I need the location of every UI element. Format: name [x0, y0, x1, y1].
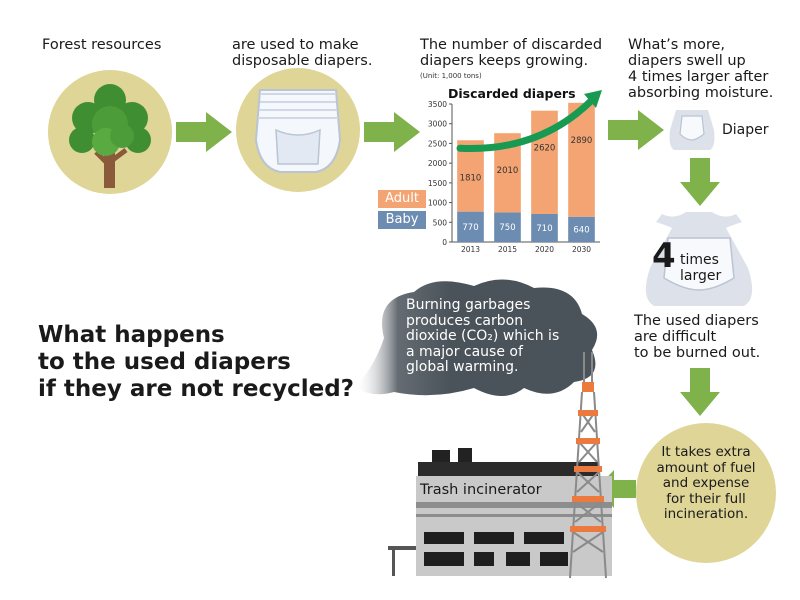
chart-unit-label: (Unit: 1,000 tons) — [420, 72, 482, 80]
chart-trend-arrow — [456, 96, 596, 153]
chart-data-label: 710 — [536, 224, 552, 234]
chart-y-tick-label: 1000 — [428, 199, 447, 208]
make-caption: are used to make disposable diapers. — [232, 37, 373, 69]
incinerator-label: Trash incinerator — [420, 482, 542, 498]
tree-icon — [69, 84, 151, 188]
swell-caption: What’s more, diapers swell up 4 times la… — [628, 37, 774, 101]
chart-bar-adult — [457, 140, 484, 212]
arrow-right-icon — [176, 112, 232, 152]
chart-bar-baby — [494, 212, 521, 242]
discarded-diapers-chart: (Unit: 1,000 tons) 0 500 1000 1500 2000 2500 30… — [420, 72, 602, 254]
chart-data-label: 2620 — [534, 144, 556, 154]
diaper-icon — [254, 89, 342, 173]
incinerator-building — [388, 448, 612, 576]
chart-y-tick-label: 500 — [433, 218, 448, 227]
chart-data-label: 1810 — [460, 173, 482, 183]
chart-bar-baby — [457, 211, 484, 242]
chart-trend-arrowhead — [584, 90, 602, 108]
chart-y-tick-label: 2000 — [428, 159, 447, 168]
smoke-cloud — [354, 279, 598, 396]
forest-caption: Forest resources — [42, 37, 162, 53]
question-heading: What happens to the used diapers if they… — [38, 322, 355, 402]
chart-y-tick-label: 3000 — [428, 120, 447, 129]
legend-adult: Adult — [378, 190, 426, 208]
arrow-right-icon — [364, 112, 420, 152]
large-diaper-icon — [645, 212, 753, 306]
burned-caption: The used diapers are difficult to be bur… — [634, 313, 761, 361]
chart-x-tick-label: 2013 — [461, 245, 480, 254]
legend-baby: Baby — [378, 211, 426, 229]
diaper-label: Diaper — [722, 122, 769, 138]
chart-data-label: 2010 — [497, 166, 519, 176]
burning-caption: Burning garbages produces carbon dioxide… — [406, 297, 560, 375]
chart-x-tick-label: 2015 — [498, 245, 517, 254]
chart-data-label: 750 — [499, 223, 515, 233]
arrow-right-icon — [608, 110, 664, 150]
chart-y-tick-label: 0 — [442, 238, 447, 247]
chart-y-tick-label: 1500 — [428, 179, 447, 188]
arrow-down-icon — [680, 368, 720, 416]
chart-data-label: 770 — [462, 223, 478, 233]
chart-x-tick-label: 2030 — [572, 245, 591, 254]
chart-bar-baby — [568, 216, 595, 242]
fuel-circle — [636, 423, 776, 563]
arrow-down-icon — [680, 158, 720, 206]
chart-bar-adult — [568, 102, 595, 217]
fuel-caption: It takes extra amount of fuel and expens… — [656, 444, 756, 522]
chart-data-label: 640 — [573, 225, 589, 235]
growing-caption: The number of discarded diapers keeps gr… — [420, 37, 603, 69]
chart-title: Discarded diapers — [448, 86, 576, 101]
chimney-tower — [569, 352, 607, 579]
times-number: 4 — [652, 236, 676, 276]
chart-y-tick-label: 2500 — [428, 139, 447, 148]
small-diaper-icon — [669, 110, 715, 150]
chart-data-label: 2890 — [571, 136, 593, 146]
times-text: times larger — [680, 252, 722, 284]
chart-bar-baby — [531, 214, 558, 242]
chart-y-tick-label: 3500 — [428, 100, 447, 109]
chart-x-tick-label: 2020 — [535, 245, 554, 254]
